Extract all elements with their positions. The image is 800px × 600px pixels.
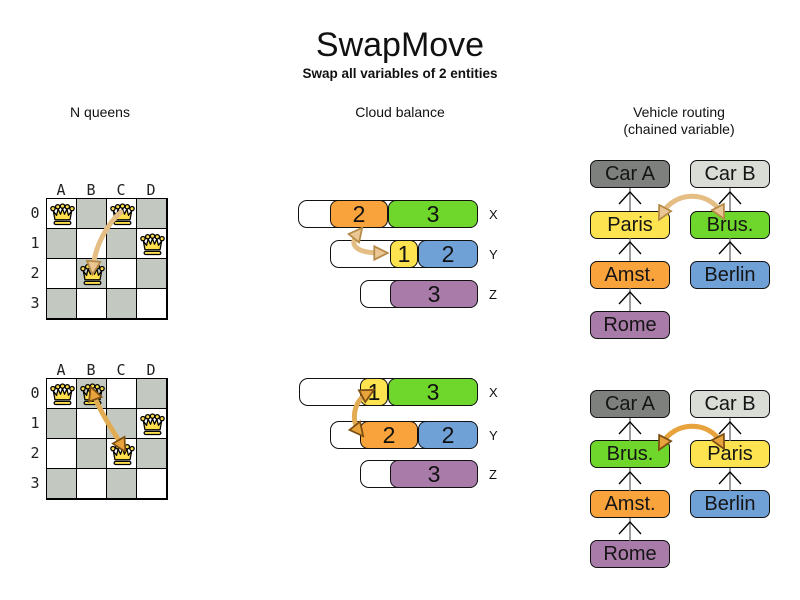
computer-label-z2: Z <box>489 467 497 482</box>
process-value: 1 <box>397 240 411 267</box>
chain-arrow-icon <box>618 238 642 261</box>
queen-icon-d1-after <box>139 412 166 438</box>
swap-arrow-icon-vehicle-after <box>650 423 734 456</box>
vehicle-box-brus-before: Brus. <box>690 211 770 239</box>
vehicle-box-label: Paris <box>607 213 653 236</box>
row-label-1: 1 <box>30 234 40 252</box>
section-header-vehicle-note: (chained variable) <box>623 121 735 137</box>
process-value: 3 <box>427 460 441 487</box>
process-value: 3 <box>426 378 440 405</box>
col-label-a: A <box>56 181 66 199</box>
vehicle-box-rome-before: Rome <box>590 311 670 339</box>
swap-arrow-icon-cloud-after <box>338 386 378 440</box>
queen-icon-a0-after <box>49 382 76 408</box>
col-label-a2: A <box>56 361 66 379</box>
chain-arrow-icon <box>618 468 642 491</box>
section-header-vehicle: Vehicle routing <box>633 104 725 120</box>
process-segment: 3 <box>390 280 478 308</box>
vehicle-box-berlin-before: Berlin <box>690 261 770 289</box>
chain-arrow-icon <box>718 188 742 211</box>
col-label-d: D <box>146 181 156 199</box>
process-value: 2 <box>441 421 455 448</box>
chessboard-before <box>46 198 168 320</box>
process-value: 3 <box>426 200 440 227</box>
vehicle-box-rome-after: Rome <box>590 540 670 568</box>
vehicle-box-label: Car A <box>604 162 656 185</box>
vehicle-box-label: Car B <box>704 162 756 185</box>
vehicle-box-amst-after: Amst. <box>590 490 670 518</box>
vehicle-box-label: Amst. <box>604 263 656 286</box>
chain-arrow-icon <box>718 418 742 441</box>
process-segment: 2 <box>418 240 478 268</box>
row-label2-0: 0 <box>30 384 40 402</box>
vehicle-box-label: Berlin <box>704 263 756 286</box>
row-label2-1: 1 <box>30 414 40 432</box>
col-label-d2: D <box>146 361 156 379</box>
section-header-cloud: Cloud balance <box>355 104 445 120</box>
swap-arrow-icon-nqueens-before <box>85 209 124 278</box>
chain-arrow-icon <box>618 288 642 311</box>
chain-arrow-icon <box>718 238 742 261</box>
vehicle-box-label: Car A <box>604 392 656 415</box>
computer-label-z: Z <box>489 287 497 302</box>
col-label-b: B <box>86 181 96 199</box>
process-segment: 2 <box>330 200 388 228</box>
row-label-3: 3 <box>30 294 40 312</box>
swap-arrow-icon-vehicle-before <box>650 193 734 226</box>
process-segment: 2 <box>418 421 478 449</box>
vehicle-box-car-b-before: Car B <box>690 160 770 188</box>
chain-arrow-icon <box>718 468 742 491</box>
queen-icon-a0 <box>49 202 76 228</box>
vehicle-box-brus-after: Brus. <box>590 440 670 468</box>
vehicle-box-label: Rome <box>603 542 657 565</box>
vehicle-box-car-a-after: Car A <box>590 390 670 418</box>
process-segment: 3 <box>388 200 478 228</box>
process-value: 3 <box>427 280 441 307</box>
col-label-c: C <box>116 181 126 199</box>
vehicle-box-label: Car B <box>704 392 756 415</box>
computer-label-y2: Y <box>489 428 498 443</box>
vehicle-box-label: Rome <box>603 313 657 336</box>
vehicle-box-label: Berlin <box>704 492 756 515</box>
vehicle-box-car-a-before: Car A <box>590 160 670 188</box>
chain-arrow-icon <box>618 518 642 541</box>
vehicle-box-label: Brus. <box>606 442 654 465</box>
process-value: 2 <box>352 200 366 227</box>
page-subtitle: Swap all variables of 2 entities <box>302 66 498 81</box>
col-label-c2: C <box>116 361 126 379</box>
vehicle-box-paris-before: Paris <box>590 211 670 239</box>
row-label2-3: 3 <box>30 474 40 492</box>
vehicle-box-label: Amst. <box>604 492 656 515</box>
section-header-nqueens: N queens <box>70 104 130 120</box>
page-title: SwapMove <box>315 26 485 64</box>
process-value: 2 <box>382 421 396 448</box>
queen-icon-d1 <box>139 232 166 258</box>
process-segment: 3 <box>390 460 478 488</box>
row-label-2: 2 <box>30 264 40 282</box>
computer-label-x2: X <box>489 385 498 400</box>
process-value: 2 <box>441 240 455 267</box>
chain-arrow-icon <box>618 188 642 211</box>
col-label-b2: B <box>86 361 96 379</box>
swap-arrow-icon-cloud-before <box>335 226 395 262</box>
process-segment: 1 <box>390 240 418 268</box>
swap-arrow-icon-nqueens-after <box>80 386 136 452</box>
computer-label-y: Y <box>489 247 498 262</box>
vehicle-box-car-b-after: Car B <box>690 390 770 418</box>
vehicle-box-berlin-after: Berlin <box>690 490 770 518</box>
chain-arrow-icon <box>618 418 642 441</box>
row-label-0: 0 <box>30 204 40 222</box>
process-segment: 3 <box>388 378 478 406</box>
row-label2-2: 2 <box>30 444 40 462</box>
computer-label-x: X <box>489 207 498 222</box>
vehicle-box-amst-before: Amst. <box>590 261 670 289</box>
